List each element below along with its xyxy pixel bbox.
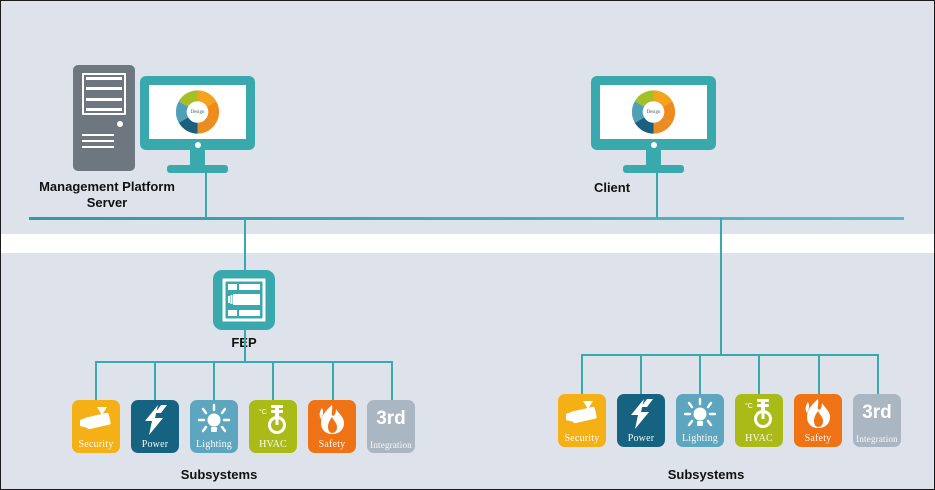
subsystem-label: Integration [856,434,898,444]
fep-label: FEP [199,335,289,351]
client-monitor-icon[interactable]: Design [591,76,716,173]
left-drop-2 [154,361,156,400]
network-backbone-line [29,217,904,220]
subsystem-label: Security [564,433,600,444]
subsystem-label: HVAC [745,433,773,444]
monitor-base [167,165,228,173]
monitor-base [623,165,684,173]
subsystem-label: Power [141,439,169,450]
left-subsystems-group-label: Subsystems [180,467,258,482]
subsystem-label: Safety [804,433,832,444]
light-bulb-sun-icon [197,403,231,433]
monitor-neck [190,150,205,166]
svg-text:°C: °C [745,402,753,410]
server-vents-icon [82,134,114,148]
subsystem-label: Lighting [681,433,719,444]
server-drive-bays-icon [82,73,126,115]
monitor-screen: Design [600,85,707,139]
right-drop-4 [758,354,760,394]
subsystem-tile-lighting[interactable]: Lighting [676,394,724,447]
subsystem-tile-safety[interactable]: Safety [794,394,842,447]
subsystem-tile-hvac[interactable]: °C HVAC [249,400,297,453]
management-server-monitor-icon[interactable]: Design [140,76,255,173]
lightning-bolt-icon [145,405,167,435]
subsystem-label: HVAC [259,439,287,450]
subsystem-label: Lighting [195,439,233,450]
right-subsystem-bus-line [581,354,878,356]
platform-logo-donut-chart: Design [631,90,676,134]
section-divider-band [1,234,934,253]
subsystem-tile-hvac[interactable]: °C HVAC [735,394,783,447]
subsystem-tile-integration[interactable]: 3rd Integration [367,400,415,453]
cctv-camera-icon [566,401,597,424]
svg-text:°C: °C [259,408,267,416]
left-subsystem-bus-line [95,361,392,363]
flame-icon [319,405,344,434]
right-drop-1 [581,354,583,394]
subsystem-label: Integration [370,440,412,450]
flame-icon [805,399,830,428]
right-subsystems-group-label: Subsystems [667,467,745,482]
link-backbone-to-right-subsystems [720,218,722,355]
subsystem-tile-power[interactable]: Power [131,400,179,453]
cctv-camera-icon [80,407,111,430]
svg-text:Design: Design [191,110,205,115]
link-fep-to-left-bus [244,330,246,362]
monitor-indicator-dot [195,142,201,148]
right-drop-2 [640,354,642,394]
left-drop-6 [391,361,393,400]
client-label: Client [593,180,631,195]
right-drop-5 [818,354,820,394]
fep-rack-glyph [222,278,266,322]
link-client-to-backbone [656,173,658,218]
subsystem-label: Safety [318,439,346,450]
subsystem-label: Security [78,439,114,450]
subsystem-tile-security[interactable]: Security [558,394,606,447]
fep-node-icon[interactable] [213,270,275,330]
light-bulb-sun-icon [683,397,717,427]
third-party-icon: 3rd [862,402,892,423]
third-party-icon: 3rd [376,408,406,429]
right-drop-3 [699,354,701,394]
subsystem-tile-power[interactable]: Power [617,394,665,447]
subsystem-label: Power [627,433,655,444]
svg-text:Design: Design [647,110,661,115]
server-power-led-icon [117,121,123,127]
left-drop-5 [332,361,334,400]
subsystem-tile-lighting[interactable]: Lighting [190,400,238,453]
subsystem-tile-integration[interactable]: 3rd Integration [853,394,901,447]
platform-logo-donut-chart: Design [175,90,220,134]
right-drop-6 [877,354,879,394]
left-drop-3 [213,361,215,400]
lightning-bolt-icon [631,399,653,429]
monitor-indicator-dot [651,142,657,148]
left-drop-1 [95,361,97,400]
subsystem-tile-security[interactable]: Security [72,400,120,453]
monitor-neck [646,150,661,166]
server-tower-icon [73,65,135,171]
link-server-to-backbone [205,173,207,218]
subsystem-tile-safety[interactable]: Safety [308,400,356,453]
management-server-label: Management Platform Server [39,179,175,210]
left-drop-4 [272,361,274,400]
thermometer-flask-icon: °C [259,405,286,434]
link-backbone-to-fep [244,218,246,270]
thermometer-flask-icon: °C [745,399,772,428]
monitor-screen: Design [149,85,246,139]
